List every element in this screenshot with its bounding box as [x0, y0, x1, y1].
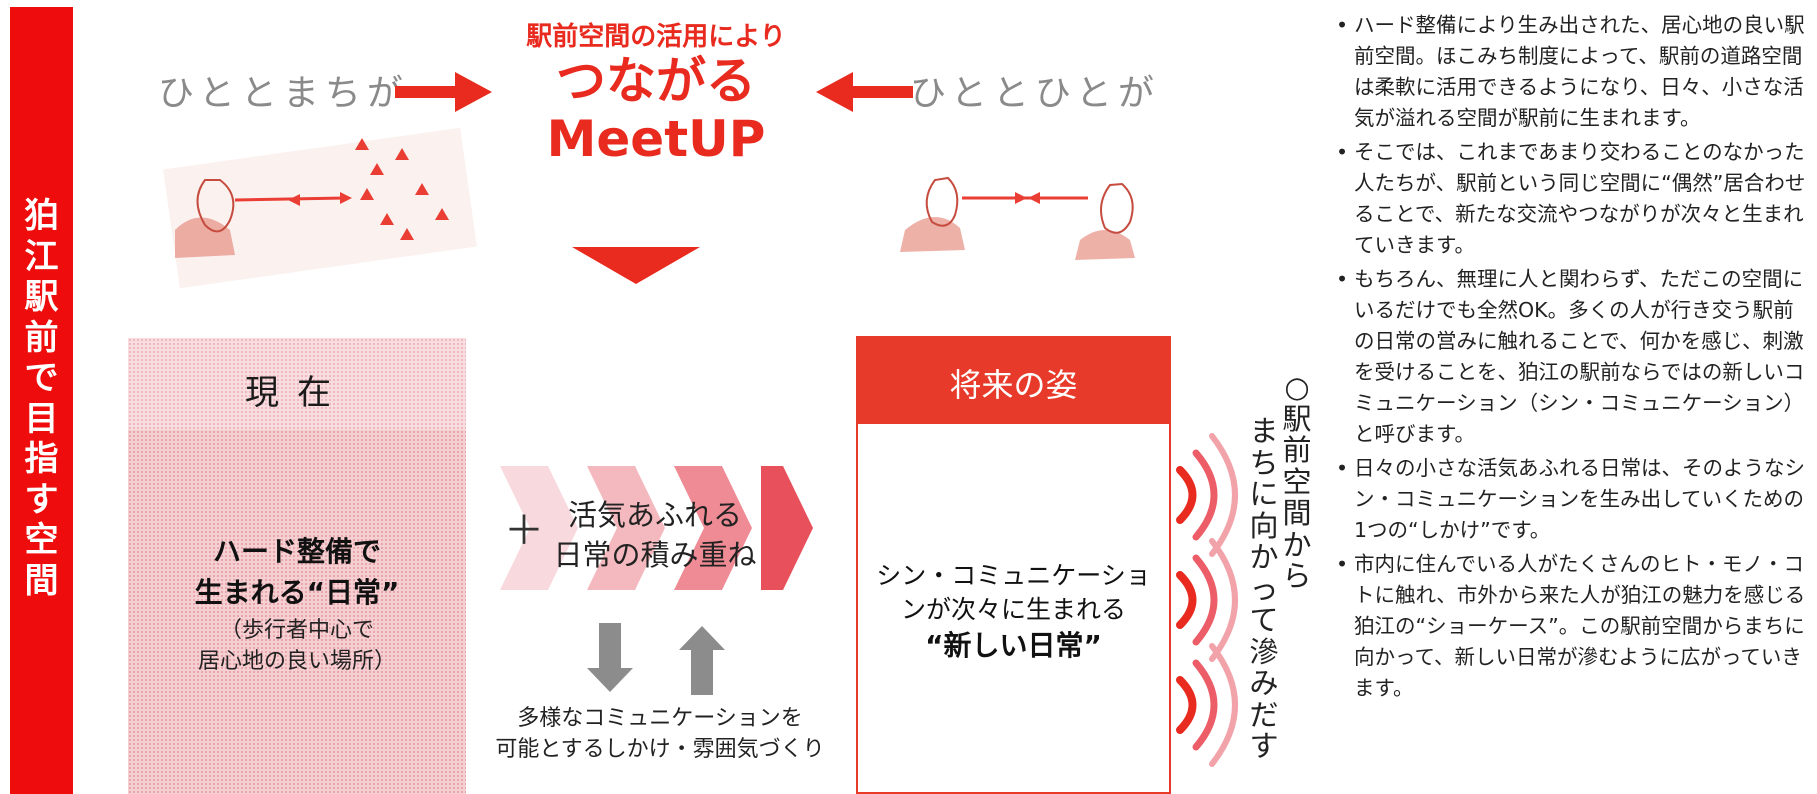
- up-arrow-icon: [679, 626, 725, 695]
- future-vision-text-line1: シン・コミュニケーショ: [876, 561, 1151, 590]
- concept-title: つながる: [556, 52, 756, 110]
- side-banner-title: 狛 江 駅 前 で 目 指 す 空 間: [24, 196, 59, 601]
- process-label-line2: 日常の積み重ね: [553, 538, 757, 572]
- description-item: そこでは、これまであまり交わることのなかった人たちが、駅前という同じ空間に“偶然…: [1336, 137, 1812, 261]
- current-state-heading-line1: ハード整備で: [212, 535, 381, 568]
- concept-subtitle: MeetUP: [546, 110, 766, 168]
- current-state-note-line2: 居心地の良い場所）: [197, 649, 396, 674]
- diagram-graphics: [163, 72, 1238, 767]
- arrow-right-icon: [395, 72, 492, 112]
- description-item: 市内に住んでいる人がたくさんのヒト・モノ・コトに触れ、市外から来た人が狛江の魅力…: [1336, 549, 1812, 704]
- future-vision-text-line2: ンが次々に生まれる: [900, 595, 1126, 624]
- description-item: ハード整備により生み出された、居心地の良い駅前空間。ほこみち制度によって、駅前の…: [1336, 10, 1812, 134]
- arrow-left-icon: [816, 72, 913, 112]
- concept-caption: 駅前空間の活用により: [526, 22, 786, 52]
- future-vision-title: 将来の姿: [949, 366, 1078, 404]
- process-label-line1: 活気あふれる: [567, 498, 742, 532]
- description-item: もちろん、無理に人と関わらず、ただこの空間にいるだけでも全然OK。多くの人が行き…: [1336, 264, 1812, 450]
- description-list: ハード整備により生み出された、居心地の良い駅前空間。ほこみち制度によって、駅前の…: [1336, 10, 1812, 707]
- phrase-people-town: ひととまちが: [158, 73, 409, 114]
- sketch-person-and-crowd: [163, 127, 477, 289]
- down-triangle-icon: [572, 247, 700, 284]
- ripple-waves-icon: [1176, 433, 1238, 767]
- mechanism-label-line2: 可能とするしかけ・雰囲気づくり: [495, 737, 825, 762]
- plus-icon: ＋: [504, 508, 544, 554]
- current-state-title: 現在: [245, 373, 349, 413]
- current-state-heading-line2: 生まれる“日常”: [194, 576, 400, 609]
- mechanism-label-line1: 多様なコミュニケーションを: [517, 706, 803, 731]
- sketch-two-persons: [900, 176, 1135, 260]
- current-state-header: [128, 338, 466, 430]
- future-vision-header: [856, 336, 1171, 424]
- vertical-text-seep-to-town: ま ち に 向 か っ て 滲 み だ す: [1249, 414, 1279, 763]
- side-banner: [10, 7, 73, 794]
- phrase-people-people: ひととひとが: [910, 73, 1160, 114]
- future-vision-emphasis: “新しい日常”: [925, 629, 1102, 662]
- down-arrow-icon: [587, 623, 633, 692]
- progress-chevrons: [500, 466, 813, 590]
- description-item: 日々の小さな活気あふれる日常は、そのようなシン・コミュニケーションを生み出してい…: [1336, 453, 1812, 546]
- current-state-note-line1: （歩行者中心で: [219, 618, 374, 643]
- vertical-text-station-space: ○ 駅 前 空 間 か ら: [1282, 370, 1312, 593]
